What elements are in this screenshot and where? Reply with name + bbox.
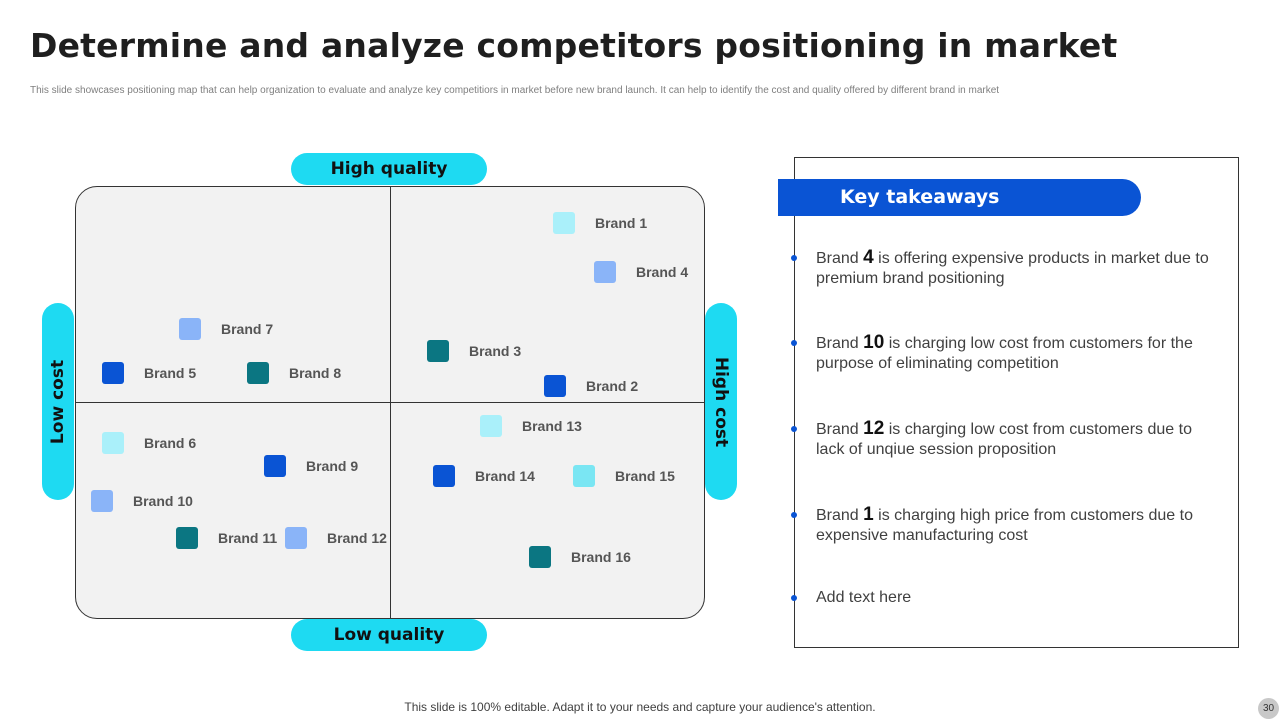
low-cost-label: Low cost [48, 359, 68, 444]
brand-3-label: Brand 3 [469, 343, 522, 359]
brand-7-square [179, 318, 201, 340]
high-quality-label: High quality [291, 153, 487, 185]
bullet-dot [791, 340, 797, 346]
takeaway-prefix: Brand [816, 421, 864, 438]
brand-16-label: Brand 16 [571, 549, 631, 565]
brand-6-label: Brand 6 [144, 435, 197, 451]
footer-note: This slide is 100% editable. Adapt it to… [404, 700, 876, 714]
takeaway-text: is charging high price from customers du… [816, 507, 1193, 544]
brand-16-square [529, 546, 551, 568]
slide-title: Determine and analyze competitors positi… [30, 26, 1118, 65]
bullet-dot [791, 512, 797, 518]
takeaway-item: Brand 10 is charging low cost from custo… [816, 333, 1216, 374]
low-quality-label: Low quality [291, 619, 487, 651]
brand-15-square [573, 465, 595, 487]
high-cost-pill: High cost [705, 303, 737, 500]
brand-14-label: Brand 14 [475, 468, 535, 484]
takeaway-text: is charging low cost from customers for … [816, 335, 1193, 372]
takeaway-number: 4 [863, 247, 874, 268]
takeaways-panel [794, 157, 1239, 648]
brand-4-label: Brand 4 [636, 264, 689, 280]
brand-15-label: Brand 15 [615, 468, 675, 484]
brand-1-label: Brand 1 [595, 215, 648, 231]
brand-8-label: Brand 8 [289, 365, 342, 381]
brand-12-square [285, 527, 307, 549]
takeaway-placeholder: Add text here [816, 589, 912, 606]
bullet-dot [791, 595, 797, 601]
takeaway-prefix: Brand [816, 250, 864, 267]
brand-7-label: Brand 7 [221, 321, 274, 337]
brand-5-label: Brand 5 [144, 365, 197, 381]
takeaway-text: is charging low cost from customers due … [816, 421, 1192, 458]
horizontal-axis [76, 402, 704, 403]
brand-11-label: Brand 11 [218, 530, 278, 546]
page-number: 30 [1258, 698, 1279, 719]
takeaway-item: Add text here [816, 588, 1216, 608]
brand-11-square [176, 527, 198, 549]
brand-4-square [594, 261, 616, 283]
brand-12-label: Brand 12 [327, 530, 387, 546]
takeaway-text: is offering expensive products in market… [816, 250, 1209, 287]
brand-9-square [264, 455, 286, 477]
brand-9-label: Brand 9 [306, 458, 359, 474]
brand-8-square [247, 362, 269, 384]
takeaway-prefix: Brand [816, 335, 864, 352]
brand-5-square [102, 362, 124, 384]
brand-13-square [480, 415, 502, 437]
low-cost-pill: Low cost [42, 303, 74, 500]
takeaway-number: 12 [863, 418, 885, 439]
takeaway-number: 10 [863, 332, 885, 353]
bullet-dot [791, 255, 797, 261]
brand-2-square [544, 375, 566, 397]
slide-subtitle: This slide showcases positioning map tha… [30, 85, 1000, 96]
takeaway-item: Brand 4 is offering expensive products i… [816, 248, 1216, 289]
takeaways-banner: Key takeaways [778, 179, 1141, 216]
brand-6-square [102, 432, 124, 454]
brand-13-label: Brand 13 [522, 418, 582, 434]
takeaway-prefix: Brand [816, 507, 864, 524]
brand-14-square [433, 465, 455, 487]
takeaways-heading: Key takeaways [840, 186, 1000, 208]
bullet-dot [791, 426, 797, 432]
takeaway-item: Brand 1 is charging high price from cust… [816, 505, 1216, 546]
high-cost-label: High cost [711, 356, 731, 447]
brand-1-square [553, 212, 575, 234]
brand-3-square [427, 340, 449, 362]
takeaway-number: 1 [863, 504, 874, 525]
brand-10-square [91, 490, 113, 512]
brand-10-label: Brand 10 [133, 493, 193, 509]
takeaway-item: Brand 12 is charging low cost from custo… [816, 419, 1216, 460]
brand-2-label: Brand 2 [586, 378, 639, 394]
